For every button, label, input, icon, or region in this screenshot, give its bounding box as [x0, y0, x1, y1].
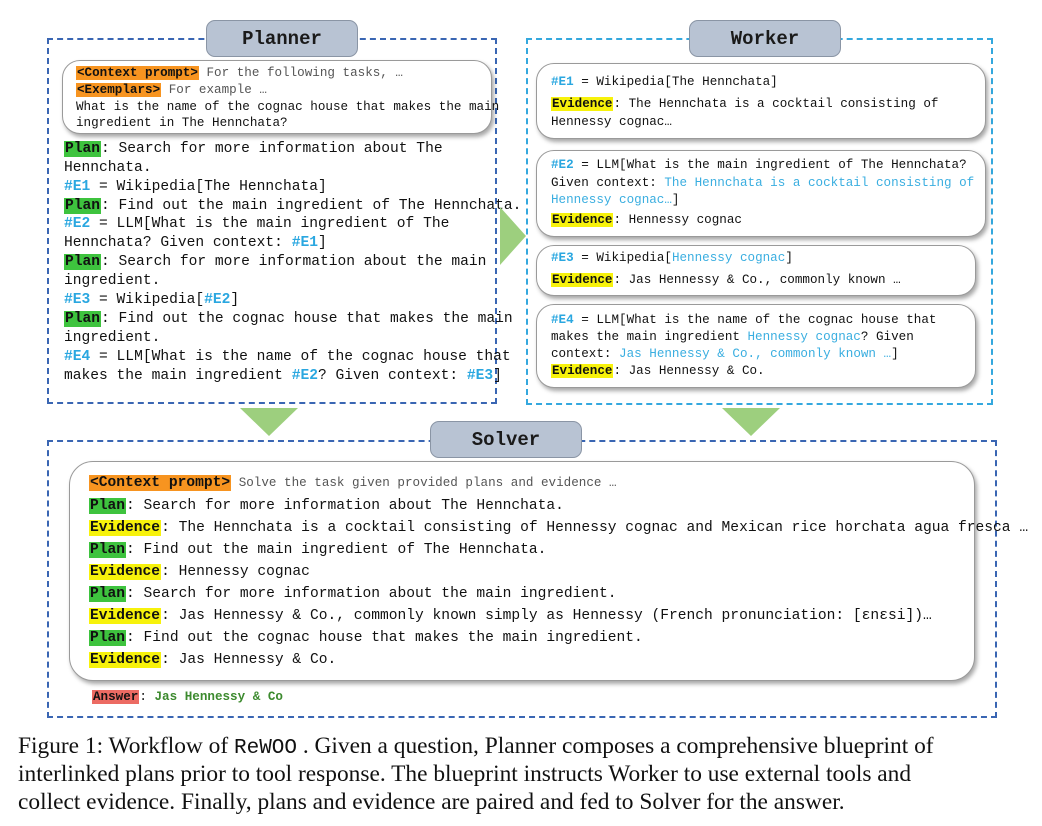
evidence-tag: Evidence [89, 520, 162, 536]
planner-e4a: #E4 = LLM[What is the name of the cognac… [64, 349, 511, 365]
variable-e2-ref: #E2 [204, 292, 231, 308]
evidence-tag: Evidence [551, 213, 614, 227]
plan-tag: Plan [64, 141, 102, 157]
solver-card: <Context prompt> Solve the task given pr… [69, 461, 1028, 681]
variable-e2-ref: #E2 [291, 368, 318, 384]
planner-plan-3a: Plan: Search for more information about … [64, 254, 487, 270]
solver-evidence-1: Evidence: The Hennchata is a cocktail co… [89, 520, 1029, 536]
planner-e2b: Hennchata? Given context: #E1] [64, 235, 327, 251]
context-prompt-tag: <Context prompt> [76, 66, 199, 80]
arrow-right-icon [500, 207, 526, 265]
planner-e4b: makes the main ingredient #E2? Given con… [64, 368, 502, 384]
evidence-tag: Evidence [551, 364, 614, 378]
plan-tag: Plan [89, 630, 127, 646]
planner-plan-1b: Hennchata. [64, 160, 152, 176]
planner-plan-4b: ingredient. [64, 330, 161, 346]
solver-evidence-4: Evidence: Jas Hennessy & Co. [89, 652, 337, 668]
variable-e2: #E2 [551, 158, 574, 172]
plan-tag: Plan [89, 586, 127, 602]
rewoo-code: ReWOO [233, 737, 297, 760]
variable-e4: #E4 [551, 313, 574, 327]
solver-plan-3: Plan: Search for more information about … [89, 586, 617, 602]
solver-evidence-3: Evidence: Jas Hennessy & Co., commonly k… [89, 608, 932, 624]
context-prompt-tag: <Context prompt> [89, 475, 232, 491]
context-prompt-text: For the following tasks, … [206, 66, 403, 80]
arrow-down-icon [240, 408, 298, 436]
worker-card-e4: #E4 = LLM[What is the name of the cognac… [536, 304, 976, 388]
arrow-down-icon [722, 408, 780, 436]
plan-tag: Plan [89, 542, 127, 558]
figure-caption-line-1: Figure 1: Workflow of ReWOO . Given a qu… [18, 733, 934, 760]
variable-e3: #E3 [551, 251, 574, 265]
planner-e1: #E1 = Wikipedia[The Hennchata] [64, 179, 327, 195]
worker-card-e1: #E1 = Wikipedia[The Hennchata] Evidence:… [536, 63, 986, 139]
plan-tag: Plan [64, 198, 102, 214]
solver-plan-4: Plan: Find out the cognac house that mak… [89, 630, 643, 646]
planner-e2a: #E2 = LLM[What is the main ingredient of… [64, 216, 450, 232]
variable-e1-ref: #E1 [291, 235, 318, 251]
figure-caption-line-3: collect evidence. Finally, plans and evi… [18, 789, 845, 815]
variable-e1: #E1 [551, 75, 574, 89]
variable-e3-ref: #E3 [466, 368, 494, 384]
planner-plan-4a: Plan: Find out the cognac house that mak… [64, 311, 513, 327]
solver-answer: Answer: Jas Hennessy & Co [92, 690, 283, 704]
planner-prompt-card: <Context prompt> For the following tasks… [62, 60, 499, 134]
worker-card-e2: #E2 = LLM[What is the main ingredient of… [536, 150, 986, 237]
evidence-tag: Evidence [551, 273, 614, 287]
evidence-tag: Evidence [89, 564, 162, 580]
planner-question-line-1: What is the name of the cognac house tha… [76, 100, 500, 114]
planner-exemplars-line: <Exemplars> For example … [76, 83, 267, 97]
planner-plan-2: Plan: Find out the main ingredient of Th… [64, 198, 522, 214]
answer-tag: Answer [92, 690, 140, 704]
solver-plan-2: Plan: Find out the main ingredient of Th… [89, 542, 547, 558]
planner-plan-1a: Plan: Search for more information about … [64, 141, 443, 157]
variable-e4: #E4 [64, 349, 91, 365]
evidence-tag: Evidence [89, 652, 162, 668]
exemplars-tag: <Exemplars> [76, 83, 162, 97]
plan-tag: Plan [64, 311, 102, 327]
planner-title: Planner [206, 20, 358, 57]
solver-evidence-2: Evidence: Hennessy cognac [89, 564, 310, 580]
evidence-tag: Evidence [551, 97, 614, 111]
planner-e3: #E3 = Wikipedia[#E2] [64, 292, 240, 308]
variable-e3: #E3 [64, 292, 91, 308]
exemplars-text: For example … [168, 83, 267, 97]
context-prompt-text: Solve the task given provided plans and … [238, 476, 617, 490]
answer-text: Jas Hennessy & Co [154, 690, 283, 704]
planner-question-line-2: ingredient in The Hennchata? [76, 116, 288, 130]
plan-tag: Plan [64, 254, 102, 270]
solver-title: Solver [430, 421, 582, 458]
variable-e2: #E2 [64, 216, 91, 232]
plan-tag: Plan [89, 498, 127, 514]
variable-e1: #E1 [64, 179, 91, 195]
figure-caption-line-2: interlinked plans prior to tool response… [18, 761, 912, 787]
planner-plan-3b: ingredient. [64, 273, 161, 289]
solver-plan-1: Plan: Search for more information about … [89, 498, 564, 514]
evidence-tag: Evidence [89, 608, 162, 624]
worker-title: Worker [689, 20, 841, 57]
worker-card-e3: #E3 = Wikipedia[Hennessy cognac] Evidenc… [536, 245, 976, 296]
planner-context-line: <Context prompt> For the following tasks… [76, 66, 403, 80]
